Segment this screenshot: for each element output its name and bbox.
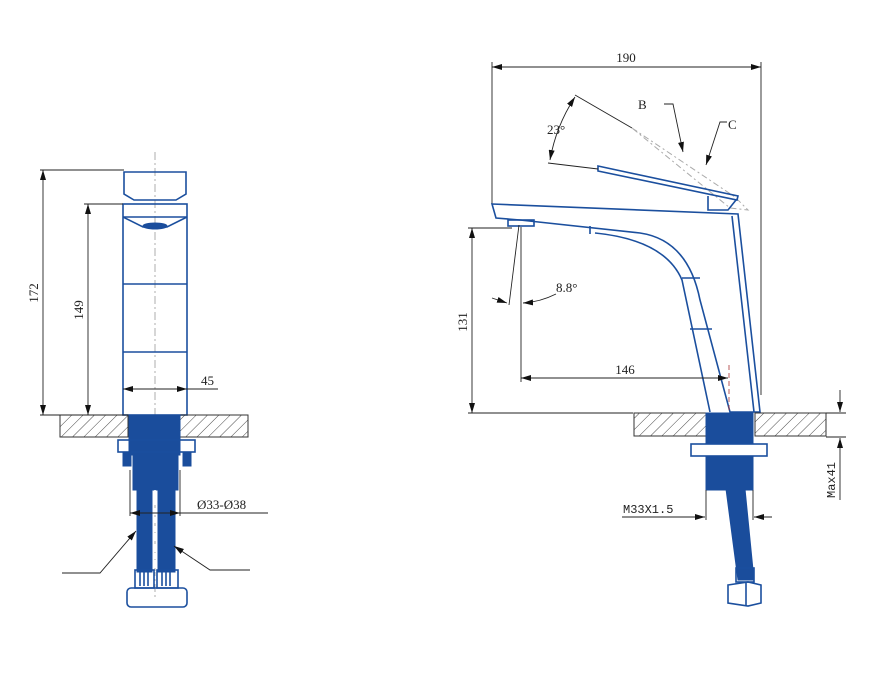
front-view: 172 149 45 Ø33-Ø38: [26, 152, 268, 608]
leader-b: [664, 103, 684, 153]
dim-body-width: 45: [201, 373, 214, 388]
dim-spout-reach: 146: [615, 362, 635, 377]
deck-section-right: [754, 412, 827, 437]
dim-total-length: 190: [616, 50, 636, 65]
dim-max-deck: Max41: [825, 462, 839, 498]
label-b: B: [638, 97, 647, 112]
dim-total-height: 172: [26, 283, 41, 303]
mounting-nut: [690, 443, 768, 457]
deck-section-left: [59, 414, 129, 438]
hose-end-cap: [126, 587, 188, 608]
label-c: C: [728, 117, 737, 132]
aerator: [507, 219, 535, 227]
hose-fitting: [727, 581, 762, 607]
handle-cap: [123, 171, 187, 201]
spout-body: [490, 203, 761, 413]
dim-spout-height: 131: [455, 312, 470, 332]
shank: [128, 414, 181, 456]
dim-handle-angle: 23°: [547, 122, 565, 137]
hose-left: [136, 489, 153, 573]
threaded-shank: [705, 455, 754, 491]
mounting-nut: [117, 439, 196, 453]
dim-hole-diameter: Ø33-Ø38: [197, 497, 246, 512]
hose-fitting-right: [156, 569, 179, 589]
dim-body-height: 149: [71, 300, 86, 320]
deck-section-right: [179, 414, 249, 438]
handle-ghost-position: [631, 127, 750, 211]
dim-arc-23: [548, 96, 576, 161]
handle-lever: [597, 165, 739, 201]
deck-section-left: [633, 412, 707, 437]
side-view: 190 23° B C 8.8° 131: [455, 50, 846, 607]
leader-c: [705, 121, 727, 166]
dim-outlet-angle: 8.8°: [556, 280, 577, 295]
dim-thread: M33X1.5: [623, 503, 673, 517]
hose-right: [157, 489, 176, 573]
hose: [725, 488, 755, 581]
leader-hose-right: [173, 545, 250, 571]
leader-hose-left: [62, 530, 137, 574]
shank: [705, 412, 754, 444]
